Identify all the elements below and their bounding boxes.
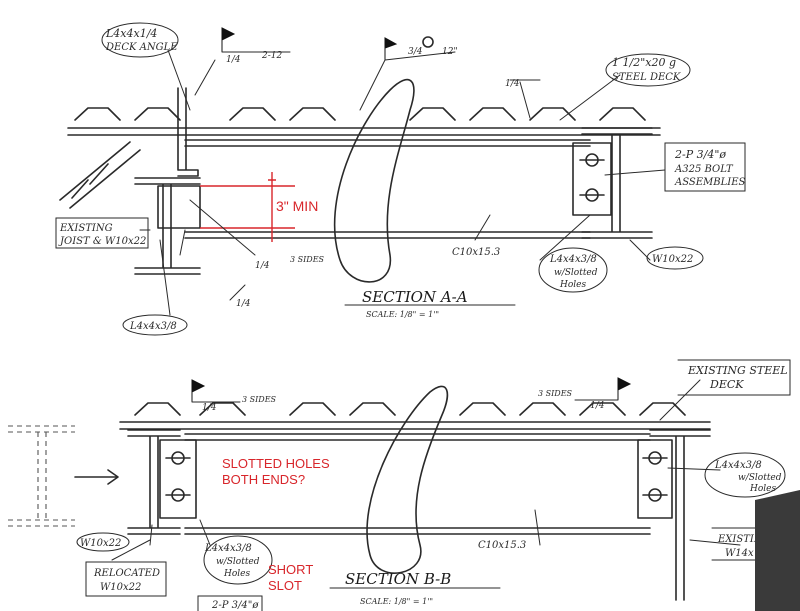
bolt-aa-2	[579, 188, 605, 202]
angle-left-aa	[157, 185, 201, 229]
steel-deck-bb	[119, 402, 711, 430]
weld-1-label: 1/4	[226, 55, 241, 65]
existing-w14-label-1: EXISTING	[717, 534, 771, 545]
steel-deck-aa	[67, 107, 661, 136]
three-sides-right-label: 3 SIDES	[538, 389, 573, 398]
angle-right-bb-label-3: Holes	[749, 484, 776, 494]
existing-w14-label-2: W14x	[725, 548, 754, 559]
section-bb-title: SECTION B-B	[345, 570, 451, 588]
relocated-label-2: W10x22	[100, 582, 141, 593]
angle-right-bb-label-1: L4x4x3/8	[714, 460, 762, 471]
deck-angle-label-2: DECK ANGLE	[105, 42, 178, 53]
existing-deck-label-1: EXISTING STEEL	[687, 364, 788, 377]
bolts-partial-label: 2-P 3/4"ø	[211, 600, 259, 611]
w10-left-bb	[127, 429, 181, 535]
channel-aa	[184, 139, 591, 239]
angle-left-bb-label-3: Holes	[223, 569, 250, 579]
channel-bb	[184, 433, 651, 535]
leaders-bb	[111, 379, 741, 561]
w10-label-aa: W10x22	[652, 254, 693, 265]
w10-left-bb-label: W10x22	[80, 538, 121, 549]
bolt-bb-2	[165, 488, 191, 502]
channel-label-aa: C10x15.3	[452, 247, 500, 258]
section-aa-scale: SCALE: 1/8" = 1'"	[366, 310, 439, 319]
section-bb-scale: SCALE: 1/8" = 1'"	[360, 597, 433, 606]
break-line-aa	[333, 78, 415, 283]
w10-right-aa	[581, 127, 653, 239]
weld-1-spacing: 2-12	[261, 51, 282, 61]
relocated-label-1: RELOCATED	[93, 568, 160, 579]
bolts-label-2: A325 BOLT	[674, 164, 734, 175]
three-min-label: 3" MIN	[276, 198, 318, 214]
weld-5-label: 1/4	[236, 299, 251, 309]
corner-block	[755, 490, 800, 611]
bolts-label-1: 2-P 3/4"ø	[674, 148, 726, 161]
relocate-arrow	[74, 469, 119, 485]
break-line-bb	[366, 385, 449, 574]
bolts-label-3: ASSEMBLIES	[674, 177, 746, 188]
weld-flag-4	[617, 377, 632, 400]
three-sides-left-label: 3 SIDES	[242, 395, 277, 404]
channel-label-bb: C10x15.3	[478, 540, 526, 551]
section-aa-title: SECTION A-A	[362, 288, 468, 306]
angle-right-bb	[637, 439, 673, 519]
short-slot-label-2: SLOT	[268, 578, 302, 593]
section-bb: 3 SIDES 1/4 3 SIDES 1/4 EXISTING STEEL D…	[8, 359, 791, 611]
angle-slotted-label-2: w/Slotted	[554, 268, 598, 278]
steel-deck-label-1: 1 1/2"x20 g	[612, 56, 676, 69]
bolt-bb-1	[165, 451, 191, 465]
slotted-holes-label-2: BOTH ENDS?	[222, 472, 305, 487]
weld-flag-3	[191, 379, 206, 402]
angle-left-bb-label-1: L4x4x3/8	[204, 543, 252, 554]
angle-left-label-aa: L4x4x3/8	[129, 321, 177, 332]
angle-slotted-label-1: L4x4x3/8	[549, 254, 597, 265]
weld-flag-2	[384, 37, 398, 60]
weld-4-label: 1/4	[255, 261, 270, 271]
weld-all-around-aa	[422, 36, 434, 48]
weld-flag-1	[221, 27, 236, 52]
existing-joist-label-1: EXISTING	[59, 223, 113, 234]
weld-left-label: 1/4	[202, 403, 217, 413]
weld-2-label: 3/4	[408, 47, 423, 57]
deck-angle-label-1: L4x4x1/4	[105, 27, 157, 40]
bolt-bb-4	[642, 488, 668, 502]
slotted-holes-label-1: SLOTTED HOLES	[222, 456, 330, 471]
angle-right-bb-label-2: w/Slotted	[738, 473, 782, 483]
w14-right-bb	[649, 429, 711, 601]
angle-left-bb	[159, 439, 197, 519]
three-sides-label-aa: 3 SIDES	[290, 255, 325, 264]
leaders-aa	[139, 49, 666, 316]
section-aa: L4x4x1/4 DECK ANGLE 1/4 2-12 3/4 12" 1/4…	[55, 22, 746, 336]
three-min-dimension	[200, 172, 295, 242]
deck-angle	[177, 87, 199, 177]
bolt-bb-3	[642, 451, 668, 465]
existing-joist-label-2: JOIST & W10x22	[58, 236, 146, 247]
steel-deck-label-2: STEEL DECK	[612, 72, 681, 83]
short-slot-label-1: SHORT	[268, 562, 313, 577]
existing-beam-dashed	[8, 425, 75, 527]
weld-right-label: 1/4	[590, 401, 605, 411]
angle-slotted-label-3: Holes	[559, 280, 586, 290]
weld-3-label: 1/4	[505, 79, 520, 89]
existing-joist	[59, 141, 141, 209]
angle-right-aa	[572, 142, 612, 216]
existing-deck-label-2: DECK	[709, 378, 744, 391]
angle-left-bb-label-2: w/Slotted	[216, 557, 260, 567]
bolt-aa-1	[579, 153, 605, 167]
weld-2-spacing: 12"	[442, 47, 458, 57]
w10-left-aa	[134, 177, 201, 275]
